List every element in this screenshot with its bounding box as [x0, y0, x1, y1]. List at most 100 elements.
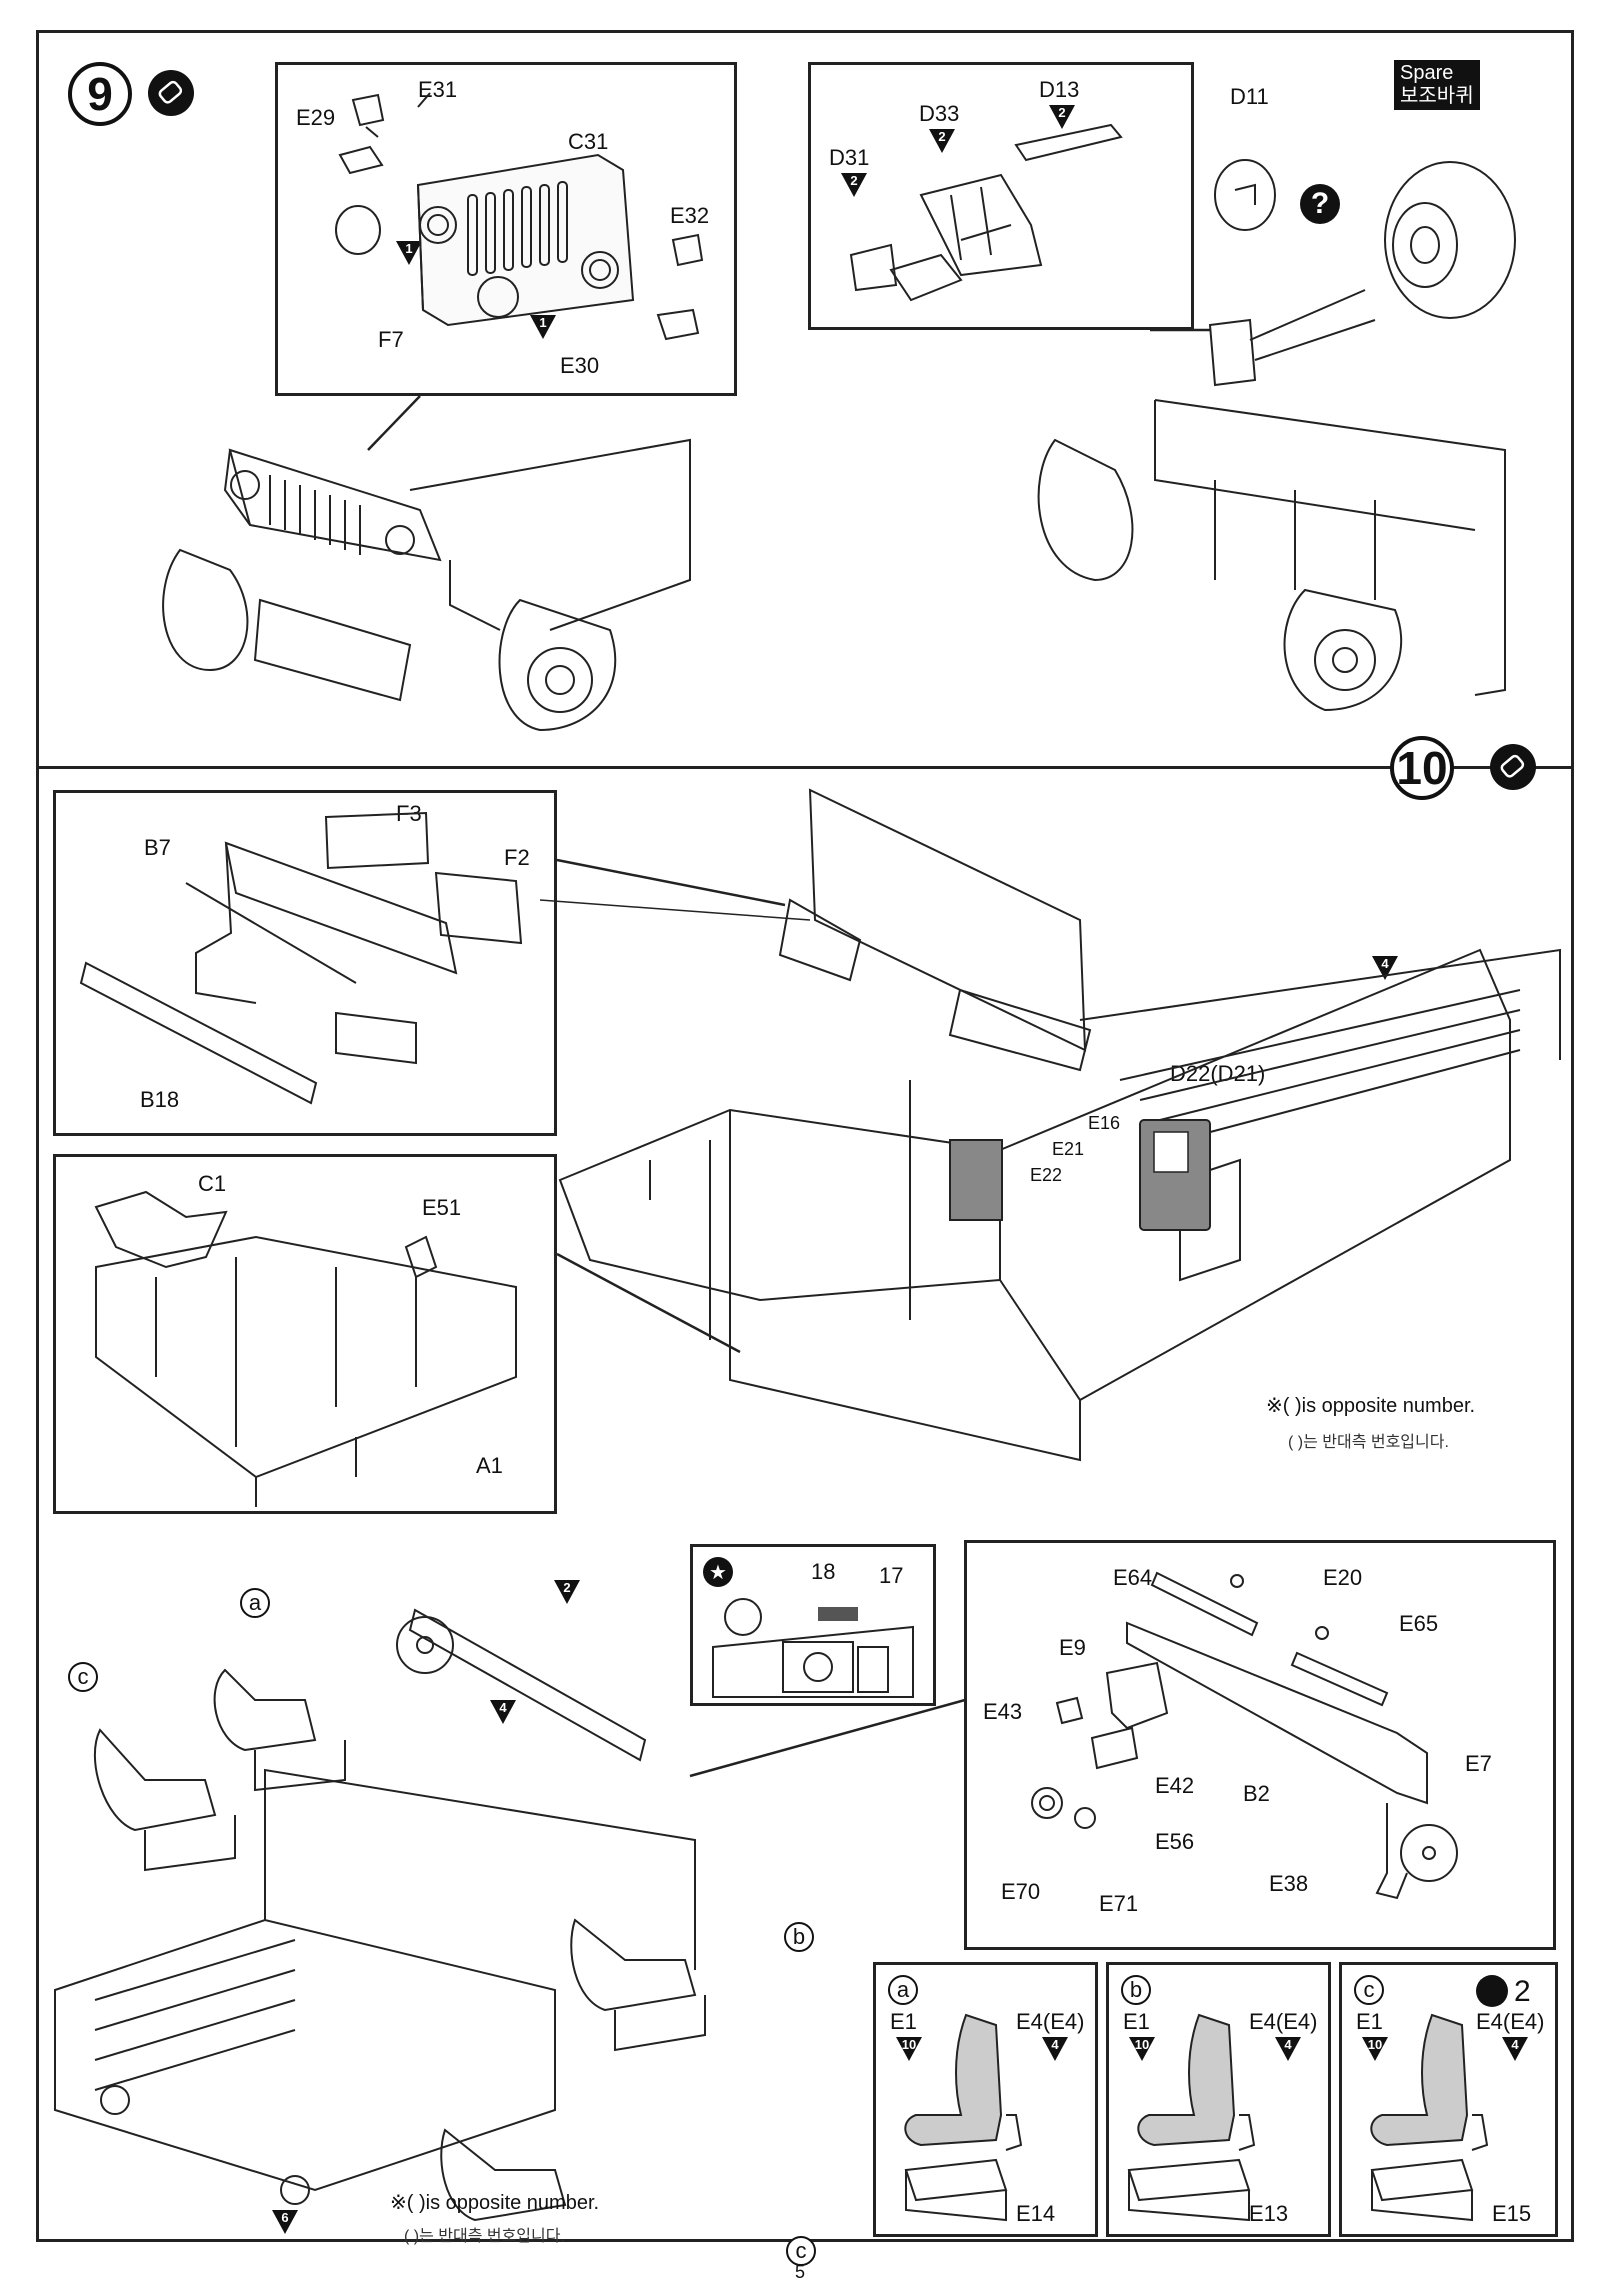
step10-body-drawing	[539, 788, 1561, 1462]
part-label-e64: E64	[1113, 1565, 1153, 1590]
marker-triangle-4: 4	[1502, 2037, 1528, 2061]
marker-triangle-10: 10	[1129, 2037, 1155, 2061]
seat-box-letter: a	[888, 1975, 918, 2005]
seat-drawing	[1127, 2013, 1256, 2222]
part-label-b18: B18	[140, 1087, 180, 1112]
opposite-number-note-en: ※( )is opposite number.	[390, 2192, 600, 2214]
page-number: 5	[795, 2262, 806, 2282]
step-9-number: 9	[68, 62, 132, 126]
part-label-e56: E56	[1155, 1829, 1195, 1854]
step11-interior-drawing	[54, 1608, 706, 2222]
part-label-e9: E9	[1059, 1635, 1086, 1660]
part-label-e4: E4(E4)	[1249, 2009, 1318, 2034]
part-label-f7: F7	[378, 327, 404, 352]
spare-bracket-callout-panel: D13 D33 D31 2 2 2	[808, 62, 1194, 330]
seat-letter-c: c	[786, 2236, 816, 2266]
marker-triangle-2: 2	[929, 129, 955, 153]
part-label-e70: E70	[1001, 1879, 1041, 1904]
star-detail-drawing	[712, 1598, 914, 1698]
seat-box-c: c 2 E1 E4(E4) 10 4 E15	[1339, 1962, 1558, 2237]
detail-label-18: 18	[811, 1559, 836, 1584]
spare-tag: Spare 보조바퀴	[1394, 60, 1480, 110]
part-label-e7: E7	[1465, 1751, 1492, 1776]
part-label-e1: E1	[1123, 2009, 1150, 2034]
part-label-e4: E4(E4)	[1476, 2009, 1545, 2034]
part-label-e43: E43	[983, 1699, 1023, 1724]
grille-callout-panel: E31 E29 C31 E32 F7 E30 1 1	[275, 62, 737, 396]
part-label-e21: E21	[1052, 1139, 1085, 1159]
marker-triangle-4: 4	[1372, 956, 1398, 980]
part-label-d22-d21: D22(D21)	[1170, 1061, 1266, 1086]
marker-triangle-4: 4	[1275, 2037, 1301, 2061]
part-label-e22: E22	[1030, 1165, 1063, 1185]
part-label-c31: C31	[568, 129, 609, 154]
part-label-e51: E51	[422, 1195, 462, 1220]
rear-frame-spare-drawing	[1037, 159, 1516, 712]
part-label-d31: D31	[829, 145, 870, 170]
repeat-icon	[1476, 1975, 1508, 2007]
marker-triangle-4: 4	[1042, 2037, 1068, 2061]
part-label-e4: E4(E4)	[1016, 2009, 1085, 2034]
steering-callout-panel: E64 E20 E65 E9 E43 E42 B2 E7 E56 E70 E71…	[964, 1540, 1556, 1950]
star-icon: ★	[703, 1557, 733, 1587]
optional-question-icon: ?	[1300, 184, 1340, 224]
floor-callout-panel: C1 E51 A1	[53, 1154, 557, 1514]
step-10-number: 10	[1390, 736, 1454, 800]
part-label-d33: D33	[919, 101, 960, 126]
dashboard-drawing	[79, 811, 523, 1105]
marker-triangle-2: 2	[841, 173, 867, 197]
marker-triangle-1: 1	[396, 241, 422, 265]
vehicle-front-drawing	[162, 438, 691, 732]
floor-drawing	[94, 1190, 517, 1507]
opposite-number-note-kr: ( )는 반대측 번호입니다.	[1288, 1434, 1449, 1451]
marker-triangle-4: 4	[490, 1700, 516, 1724]
marker-triangle-6: 6	[272, 2210, 298, 2234]
part-label-d11: D11	[1230, 84, 1269, 109]
part-label-e71: E71	[1099, 1891, 1139, 1916]
part-label-e20: E20	[1323, 1565, 1363, 1590]
repeat-quantity: 2	[1514, 1975, 1531, 2008]
seat-box-letter: c	[1354, 1975, 1384, 2005]
part-label-c1: C1	[198, 1171, 227, 1196]
seat-drawing	[1370, 2013, 1489, 2222]
part-label-d13: D13	[1039, 77, 1080, 102]
part-label-e42: E42	[1155, 1773, 1195, 1798]
spare-label-en: Spare	[1400, 62, 1454, 84]
grille-drawing	[335, 92, 704, 341]
part-label-e30: E30	[560, 353, 600, 378]
spare-label-kr: 보조바퀴	[1400, 85, 1474, 107]
part-label-base: E13	[1249, 2201, 1289, 2226]
part-label-a1: A1	[476, 1453, 503, 1478]
part-label-e1: E1	[1356, 2009, 1383, 2034]
part-label-e38: E38	[1269, 1871, 1309, 1896]
star-detail-panel: ★ 18 17	[690, 1544, 936, 1706]
marker-triangle-10: 10	[1362, 2037, 1388, 2061]
opposite-number-note-kr: ( )는 반대측 번호입니다.	[404, 2228, 565, 2245]
marker-triangle-2: 2	[1049, 105, 1075, 129]
seat-letter-b: b	[784, 1922, 814, 1952]
part-label-f2: F2	[504, 845, 530, 870]
seat-letter-a: a	[240, 1588, 270, 1618]
part-label-base: E15	[1492, 2201, 1532, 2226]
spare-bracket-drawing	[849, 123, 1123, 302]
cement-icon	[1490, 744, 1536, 790]
part-label-b2: B2	[1243, 1781, 1270, 1806]
marker-triangle-10: 10	[896, 2037, 922, 2061]
seat-box-b: b E1 E4(E4) 10 4 E13	[1106, 1962, 1331, 2237]
part-label-e16: E16	[1088, 1113, 1121, 1133]
section-divider	[36, 766, 1574, 769]
part-label-e32: E32	[670, 203, 710, 228]
seat-drawing	[904, 2013, 1023, 2222]
seat-letter-c: c	[68, 1662, 98, 1692]
part-label-b7: B7	[144, 835, 171, 860]
detail-label-17: 17	[879, 1563, 904, 1588]
opposite-number-note-en: ※( )is opposite number.	[1266, 1395, 1476, 1417]
part-label-e1: E1	[890, 2009, 917, 2034]
seat-box-letter: b	[1121, 1975, 1151, 2005]
marker-triangle-1: 1	[530, 315, 556, 339]
dashboard-callout-panel: F3 B7 F2 B18	[53, 790, 557, 1136]
part-label-e65: E65	[1399, 1611, 1439, 1636]
seat-box-a: a E1 E4(E4) 10 4 E14	[873, 1962, 1098, 2237]
steering-column-drawing	[1031, 1571, 1458, 1900]
